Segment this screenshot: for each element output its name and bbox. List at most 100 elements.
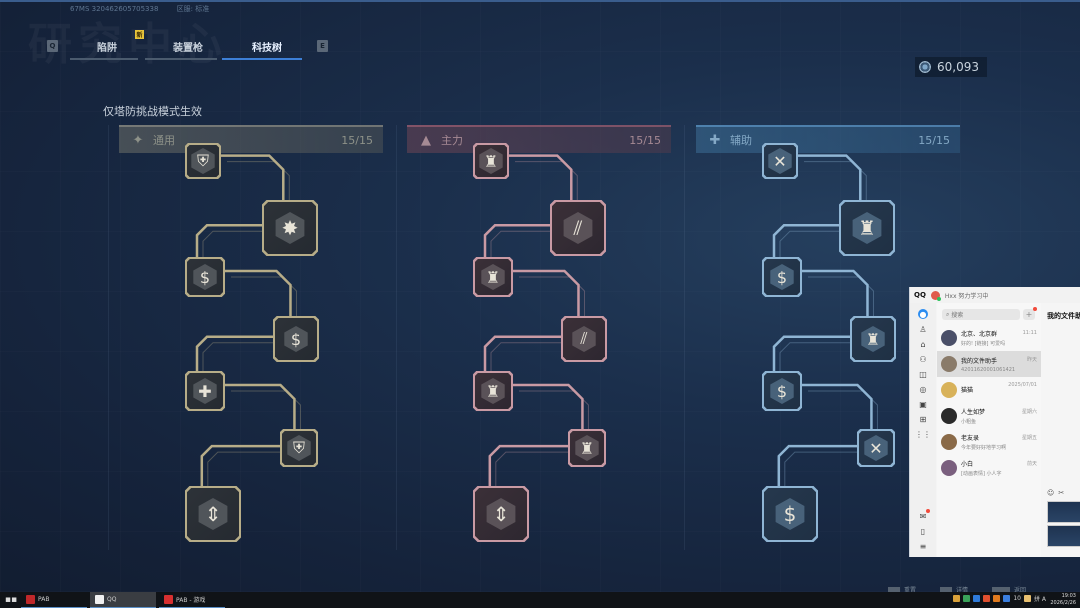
- system-tray: 10 拼 A: [953, 594, 1046, 603]
- ime-indicator[interactable]: 拼 A: [1033, 596, 1046, 603]
- chat-pane: 我的文件助手 ☺ ✂: [1041, 303, 1080, 557]
- currency-value: 60,093: [937, 60, 979, 74]
- taskbar-item[interactable]: PAB - 游戏: [159, 592, 225, 608]
- image-thumbnail[interactable]: [1047, 501, 1080, 523]
- prev-tab-key[interactable]: Q: [47, 40, 58, 52]
- add-button[interactable]: +: [1023, 307, 1037, 320]
- message-time: 2025/07/01: [1008, 382, 1037, 388]
- tech-tree: ✕ ♜ $ ♜ $ ✕ $: [696, 143, 960, 550]
- games-icon[interactable]: ⊞: [919, 414, 927, 424]
- user-avatar[interactable]: [930, 290, 941, 301]
- menu-icon[interactable]: ≡: [919, 541, 927, 551]
- turret-plus-icon: ♜: [852, 212, 882, 244]
- emoji-icon[interactable]: ☺: [1047, 489, 1055, 497]
- start-menu-icon[interactable]: ▪▪: [4, 595, 18, 605]
- messages-icon[interactable]: ●: [918, 309, 928, 319]
- tab-tech-tree[interactable]: 科技树: [252, 42, 282, 54]
- tech-node[interactable]: ⫽: [561, 316, 607, 362]
- plus-icon: ✚: [709, 132, 721, 148]
- connector-lines: [483, 154, 589, 492]
- tech-node[interactable]: $: [762, 371, 802, 411]
- taskbar-item[interactable]: PAB: [21, 592, 87, 608]
- contacts-icon[interactable]: ♙: [919, 324, 927, 334]
- connector-line: [772, 335, 850, 371]
- taskbar-item-qq[interactable]: QQ: [90, 592, 156, 608]
- tech-node[interactable]: ✚: [185, 371, 225, 411]
- tech-node[interactable]: $: [185, 257, 225, 297]
- tray-count: 10: [1013, 595, 1021, 602]
- clock-date: 2026/2/26: [1050, 600, 1076, 606]
- tech-node[interactable]: ⛨: [185, 143, 221, 179]
- chat-text: 我的文件助手 42011620001061421: [961, 356, 1037, 373]
- tray-icon[interactable]: [993, 595, 1001, 602]
- connector-line: [509, 154, 573, 200]
- tray-icon[interactable]: [983, 595, 991, 602]
- channels-icon[interactable]: ◫: [919, 369, 927, 379]
- connector-line: [195, 223, 262, 257]
- connector-lines: [195, 154, 301, 492]
- image-thumbnail[interactable]: [1047, 525, 1080, 547]
- tech-node[interactable]: ♜: [850, 316, 896, 362]
- chat-list-item[interactable]: 北京、北京群 好的! [链接] 可爱吗 11:11: [937, 325, 1041, 351]
- currency-display: 60,093: [915, 57, 987, 77]
- hint-back[interactable]: 返回: [992, 585, 1026, 592]
- tech-node[interactable]: $: [762, 486, 818, 542]
- chat-list-item[interactable]: 人生如梦 小粗鱼 星期六: [937, 403, 1041, 429]
- explore-icon[interactable]: ◎: [919, 384, 927, 394]
- tech-node[interactable]: $: [273, 316, 319, 362]
- column-header-general: ✦ 通用 15/15: [119, 125, 383, 153]
- wrench-icon: ✕: [768, 148, 792, 174]
- files-icon[interactable]: ▣: [919, 399, 927, 409]
- tray-icon[interactable]: [1023, 595, 1031, 602]
- tech-node[interactable]: ⛨: [280, 429, 318, 467]
- tech-node[interactable]: ♜: [473, 257, 513, 297]
- tray-icon[interactable]: [953, 595, 961, 602]
- chat-list-item[interactable]: 我的文件助手 42011620001061421 昨天: [937, 351, 1041, 377]
- contact-avatar: [941, 382, 957, 398]
- connector-line: [490, 230, 556, 263]
- connector-line: [515, 161, 578, 206]
- clock[interactable]: 19:03 2026/2/26: [1050, 593, 1076, 607]
- tray-icon[interactable]: [963, 595, 971, 602]
- connector-line: [808, 276, 874, 322]
- tray-icon[interactable]: [973, 595, 981, 602]
- tree-column-main: ▲ 主力 15/15 ♜⫽♜⫽♜♜⇕: [407, 125, 671, 550]
- connector-line: [195, 335, 273, 371]
- tech-node[interactable]: ♜: [473, 371, 513, 411]
- tech-node[interactable]: ✕: [762, 143, 798, 179]
- tech-node[interactable]: ⫽: [550, 200, 606, 256]
- tech-node[interactable]: ⇕: [473, 486, 529, 542]
- chat-list-item[interactable]: 老友录 今年要好好地学习啊 星期五: [937, 429, 1041, 455]
- chat-list-item[interactable]: 小白 [动画表情] 小人字 前天: [937, 455, 1041, 481]
- apps-grid-icon[interactable]: ⋮⋮: [915, 429, 931, 439]
- tech-node[interactable]: ♜: [568, 429, 606, 467]
- column-frame: [396, 125, 686, 550]
- search-input[interactable]: ⌕ 搜索: [942, 309, 1020, 320]
- phone-icon[interactable]: ▯: [920, 526, 926, 536]
- tech-node[interactable]: ✕: [857, 429, 895, 467]
- game-screen: 研究中心 67MS 320462605705338 区服: 标准 Q 陷阱 新 …: [0, 0, 1080, 592]
- connector-line: [231, 390, 301, 435]
- space-icon[interactable]: ⌂: [920, 339, 926, 349]
- chat-list-item[interactable]: 猫猫 2025/07/01: [937, 377, 1041, 403]
- next-tab-key[interactable]: E: [317, 40, 328, 52]
- mail-icon[interactable]: ✉: [918, 509, 930, 521]
- scissors-icon[interactable]: ✂: [1058, 489, 1065, 497]
- column-count: 15/15: [341, 133, 373, 147]
- tech-node[interactable]: ♜: [473, 143, 509, 179]
- tech-node[interactable]: ✸: [262, 200, 318, 256]
- contact-avatar: [941, 460, 957, 476]
- tab-traps[interactable]: 陷阱: [97, 42, 117, 54]
- hint-details[interactable]: 详情: [940, 585, 968, 592]
- tech-node[interactable]: ⇕: [185, 486, 241, 542]
- tray-icon[interactable]: [1003, 595, 1011, 602]
- top-accent-line: [0, 0, 1080, 2]
- tab-device-gun[interactable]: 装置枪: [173, 42, 203, 54]
- tech-node[interactable]: $: [762, 257, 802, 297]
- groups-icon[interactable]: ⚇: [919, 354, 927, 364]
- wrench-icon: ✕: [864, 435, 888, 461]
- heart-plus-icon: ✚: [193, 378, 217, 404]
- hint-reset[interactable]: 重置: [888, 585, 916, 592]
- column-header-support: ✚ 辅助 15/15: [696, 125, 960, 153]
- tech-node[interactable]: ♜: [839, 200, 895, 256]
